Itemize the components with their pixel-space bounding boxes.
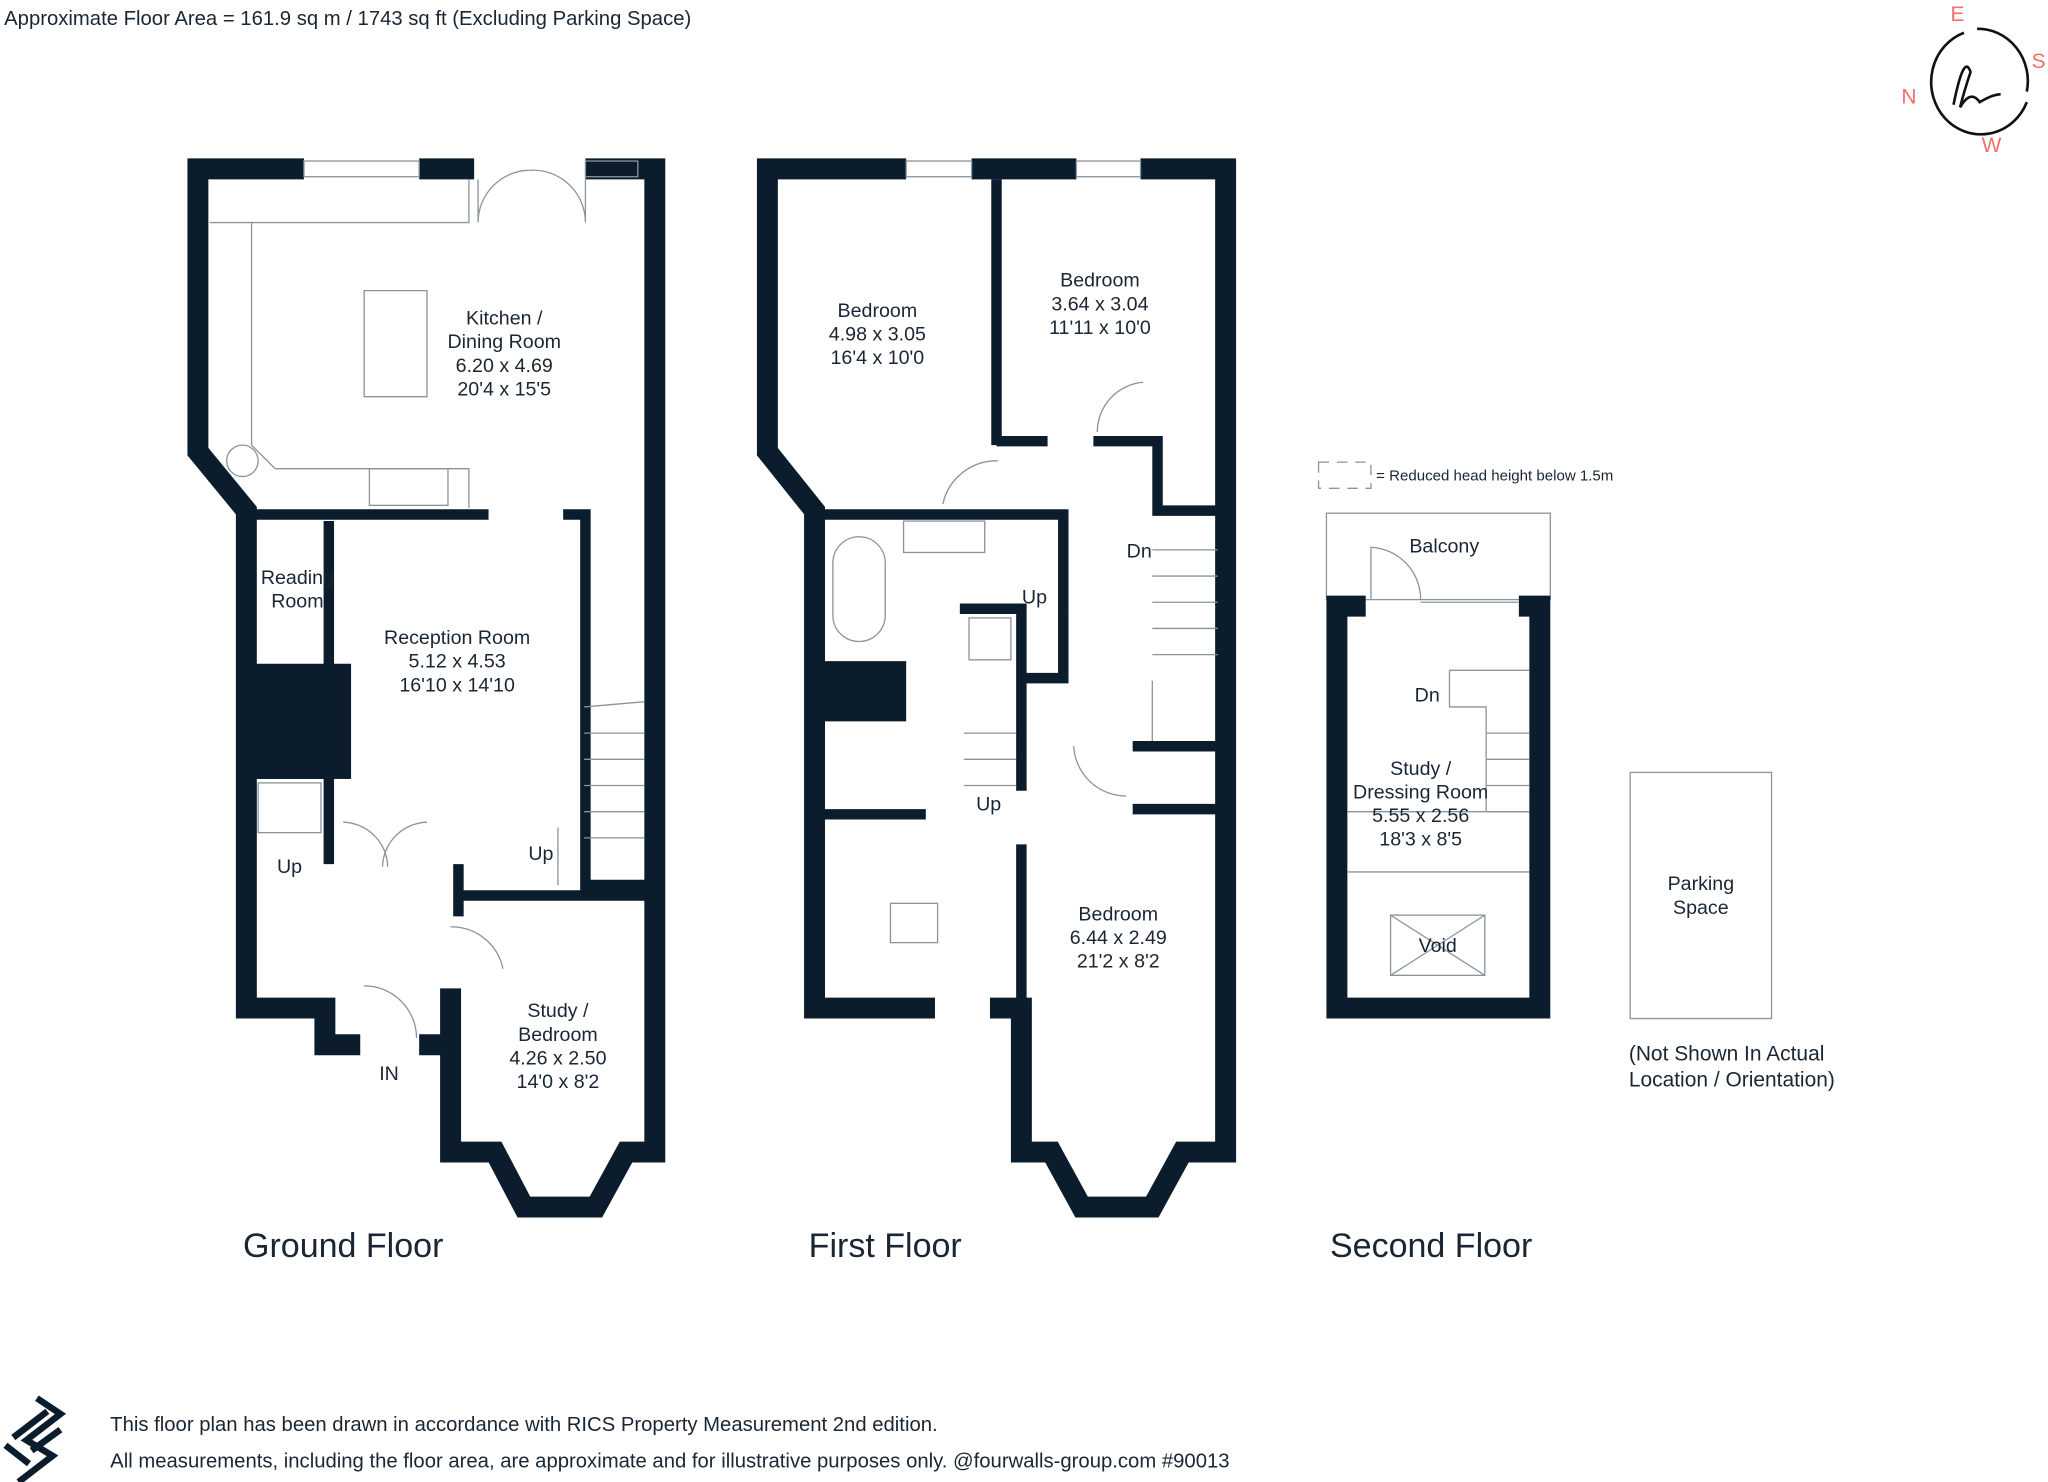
ground-floor-title: Ground Floor [243, 1227, 443, 1265]
bedroom-label: Bedroom [838, 300, 918, 322]
kitchen-label: Kitchen / Dining Room 6.20 x 4.69 20'4 x… [448, 308, 561, 401]
parking-label: Parking [1668, 873, 1735, 895]
study-dim-imperial: 14'0 x 8'2 [517, 1071, 600, 1093]
first-floor-title: First Floor [809, 1227, 962, 1265]
fourwalls-logo-icon [3, 1395, 67, 1482]
stairs-down-label: Dn [1415, 685, 1440, 707]
bedroom-label: Bedroom [1060, 270, 1140, 292]
footer-disclaimer-2: All measurements, including the floor ar… [110, 1451, 1229, 1473]
study-dim-metric: 4.26 x 2.50 [509, 1047, 606, 1069]
entrance-label: IN [379, 1063, 399, 1085]
parking-label: Space [1673, 897, 1729, 919]
compass-icon: E S N W [1901, 3, 2045, 157]
stairs-up-label: Up [1022, 587, 1047, 609]
compass-s: S [2032, 50, 2046, 73]
parking-space: Parking Space (Not Shown In Actual Locat… [1629, 771, 1835, 1092]
study-label: Study / [1390, 758, 1452, 780]
room-name: Kitchen / [466, 308, 543, 330]
study-dim-metric: 5.55 x 2.56 [1372, 805, 1469, 827]
study-label: Bedroom [518, 1024, 598, 1046]
compass-e: E [1950, 3, 1964, 26]
first-floor-plan: Bedroom 4.98 x 3.05 16'4 x 10'0 Bedroom … [756, 158, 1237, 1265]
reception-dim-imperial: 16'10 x 14'10 [399, 674, 515, 696]
stairs-up-label: Up [277, 856, 302, 878]
compass-n: N [1901, 85, 1916, 108]
bedroom-dim-metric: 3.64 x 3.04 [1051, 293, 1148, 315]
logo-mark [1952, 65, 2001, 109]
parking-note: (Not Shown In Actual [1629, 1042, 1825, 1065]
parking-note: Location / Orientation) [1629, 1069, 1835, 1092]
bedroom-dim-metric: 6.44 x 2.49 [1070, 927, 1167, 949]
reception-label: Reception Room [384, 627, 530, 649]
second-floor-plan: Balcony Dn Study / Dressing Room 5.55 x … [1325, 512, 1551, 1265]
stairs-up-label: Up [976, 793, 1001, 815]
study-label: Study / [527, 1000, 589, 1022]
head-height-legend: = Reduced head height below 1.5m [1317, 461, 1613, 489]
bedroom-label: Bedroom [1078, 903, 1158, 925]
bedroom-dim-imperial: 11'11 x 10'0 [1049, 317, 1151, 339]
reception-dim-metric: 5.12 x 4.53 [409, 651, 506, 673]
stairs-down-label: Dn [1127, 541, 1152, 563]
bedroom-dim-metric: 4.98 x 3.05 [829, 323, 926, 345]
ground-floor-plan: Kitchen / Dining Room 6.20 x 4.69 20'4 x… [187, 158, 666, 1265]
stairs-up-label: Up [528, 843, 553, 865]
study-dim-imperial: 18'3 x 8'5 [1379, 829, 1462, 851]
room-dim-imperial: 20'4 x 15'5 [457, 378, 551, 400]
compass-w: W [1982, 134, 2002, 157]
reading-room-label: Reading [261, 567, 334, 589]
bedroom-dim-imperial: 16'4 x 10'0 [831, 347, 925, 369]
floor-area-title: Approximate Floor Area = 161.9 sq m / 17… [4, 8, 691, 30]
bedroom-dim-imperial: 21'2 x 8'2 [1077, 950, 1160, 972]
legend-text: = Reduced head height below 1.5m [1376, 467, 1613, 484]
void-label: Void [1419, 935, 1457, 957]
footer-disclaimer-1: This floor plan has been drawn in accord… [110, 1414, 937, 1436]
balcony-label: Balcony [1409, 535, 1479, 557]
study-label: Dressing Room [1353, 782, 1488, 804]
second-floor-title: Second Floor [1330, 1227, 1532, 1265]
reading-room-label: Room [271, 590, 323, 612]
room-dim-metric: 6.20 x 4.69 [456, 355, 553, 377]
room-name: Dining Room [448, 331, 561, 353]
